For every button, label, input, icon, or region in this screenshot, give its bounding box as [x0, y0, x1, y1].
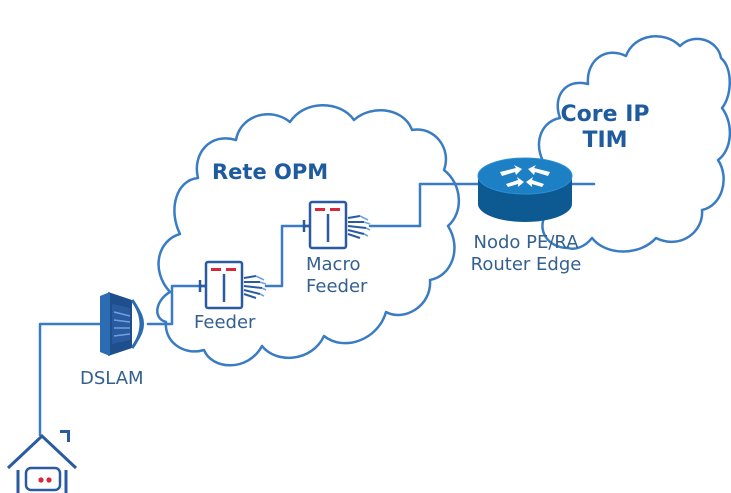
router-icon — [477, 157, 573, 222]
link-home-dslam — [38, 322, 106, 437]
rete-opm-label: Rete OPM — [212, 160, 329, 184]
router-label: Nodo PE/RA Router Edge — [466, 232, 586, 275]
link-feeder-macro — [264, 224, 312, 288]
macro-feeder-label: Macro Feeder — [306, 254, 367, 297]
router-label-line1: Nodo PE/RA — [473, 232, 579, 253]
router-label-line2: Router Edge — [470, 253, 582, 275]
core-ip-label: Core IP TIM — [560, 102, 650, 155]
dslam-label: DSLAM — [80, 368, 144, 389]
macro-feeder-line1: Macro — [306, 254, 361, 275]
feeder-label: Feeder — [194, 312, 256, 333]
home-modem-icon — [6, 430, 78, 493]
switch-icon — [198, 260, 267, 310]
connection-lines — [38, 182, 596, 437]
switch-icon — [302, 200, 371, 250]
link-dslam-feeder — [146, 284, 208, 326]
core-ip-line2: TIM — [582, 128, 628, 154]
core-ip-line1: Core IP — [560, 102, 650, 127]
dslam-icon — [100, 292, 144, 356]
macro-feeder-line2: Feeder — [306, 275, 368, 297]
